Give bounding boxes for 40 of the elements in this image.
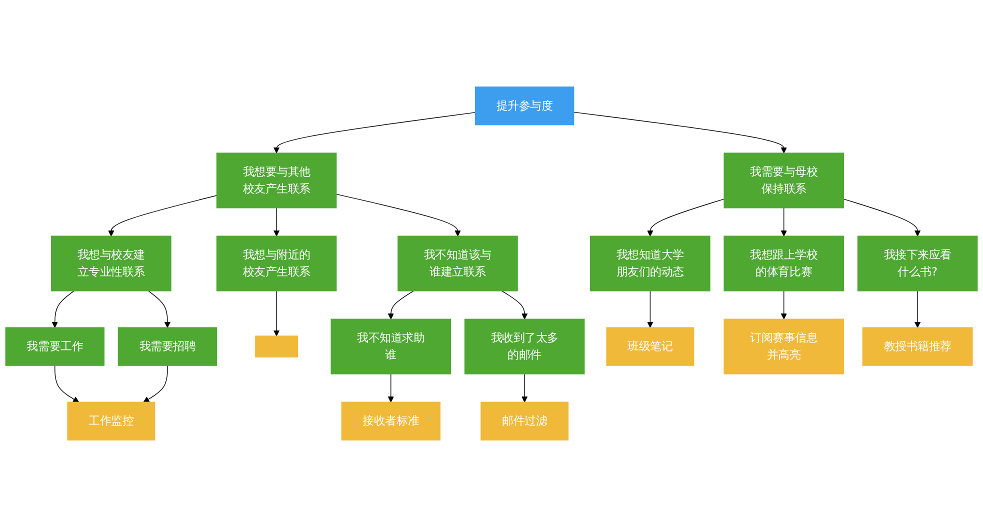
- node-box: 我想要与其他校友产生联系: [216, 152, 337, 208]
- arrow: [148, 290, 171, 328]
- node-box: 我需要招聘: [118, 327, 218, 366]
- node-box: 班级笔记: [606, 327, 694, 366]
- arrow: [388, 374, 394, 402]
- node-box: 邮件过滤: [480, 402, 569, 440]
- arrow: [843, 198, 921, 236]
- arrow: [780, 290, 787, 320]
- arrow: [502, 290, 528, 320]
- node-box: 我想知道大学朋友们的动态: [590, 236, 710, 292]
- arrow: [143, 365, 168, 402]
- arrow: [521, 374, 528, 402]
- node-box: 我不知道该与谁建立联系: [398, 236, 518, 292]
- node-box: 我想跟上学校的体育比赛: [724, 236, 844, 292]
- node-box: 我需要工作: [5, 327, 104, 366]
- arrow: [273, 208, 280, 236]
- arrow: [647, 198, 724, 236]
- arrow: [780, 208, 787, 236]
- arrow: [273, 290, 280, 336]
- node-box: 我收到了太多的邮件: [464, 318, 585, 374]
- arrow: [52, 290, 74, 328]
- node-box: 工作监控: [67, 402, 156, 440]
- arrow: [914, 290, 921, 328]
- node-box: 我接下来应看什么书?: [857, 236, 978, 292]
- node-box: 教授书籍推荐: [862, 327, 973, 366]
- node-box: 接收者标准: [341, 402, 440, 440]
- arrow: [273, 112, 476, 154]
- node-box: 我想与校友建立专业性联系: [51, 236, 172, 292]
- arrow: [108, 195, 218, 236]
- arrow: [388, 290, 414, 320]
- arrow: [647, 290, 654, 328]
- node-box: 我想与附近的校友产生联系: [216, 236, 337, 292]
- arrow: [54, 365, 80, 402]
- node-box: [255, 336, 298, 358]
- node-box: 我需要与母校保持联系: [724, 152, 844, 208]
- node-box: 我不知道求助谁: [330, 318, 452, 374]
- arrow: [573, 112, 787, 154]
- node-box: 提升参与度: [474, 86, 574, 126]
- arrow: [336, 194, 461, 236]
- node-box: 订阅赛事信息并高亮: [724, 318, 844, 374]
